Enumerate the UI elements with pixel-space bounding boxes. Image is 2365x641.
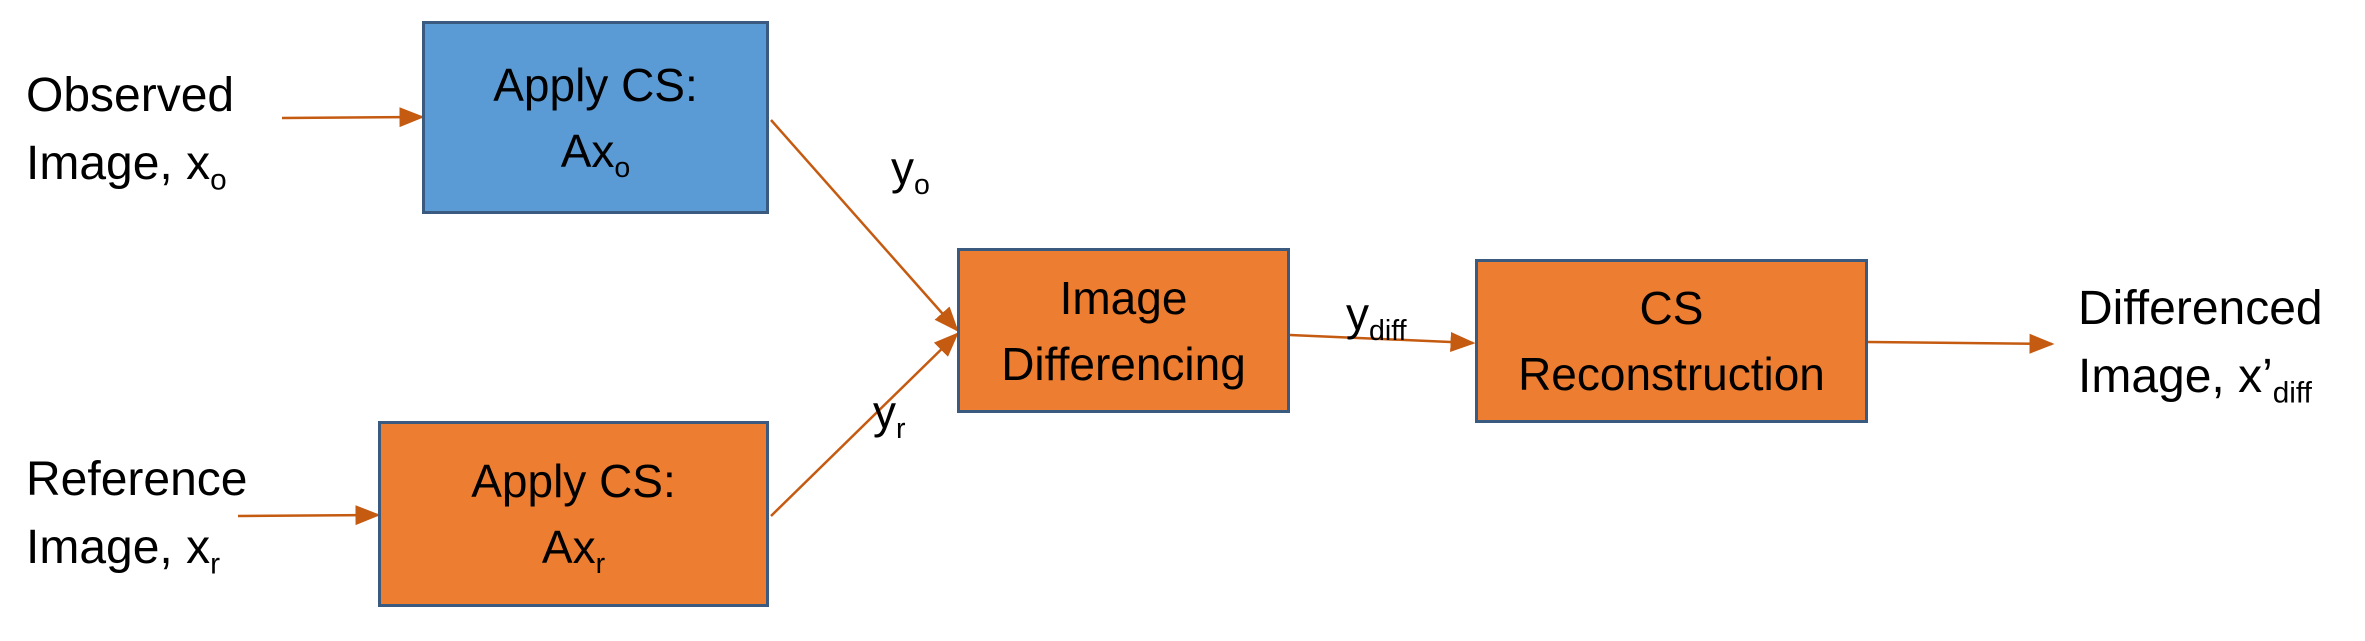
observed-image-label: Observed Image, xo: [26, 69, 235, 197]
arrow-reference-to-applycs: [237, 505, 381, 526]
differenced-image-label: Differenced Image, x’diff: [2078, 282, 2323, 410]
arrow-reconstruction-to-output: [1867, 333, 2055, 354]
edge-label-y-diff: ydiff: [1346, 288, 1407, 347]
edge-label-y-o: yo: [891, 142, 930, 201]
arrow-observed-to-applycs: [281, 107, 425, 128]
arrow-applycs-reference-to-differencing: [770, 332, 959, 517]
arrow-applycs-observed-to-differencing: [770, 119, 959, 332]
apply-cs-observed-box: Apply CS: Axo: [422, 21, 769, 214]
edge-label-y-r: yr: [873, 386, 906, 445]
apply-cs-reference-box: Apply CS: Axr: [378, 421, 769, 607]
cs-reconstruction-box: CS Reconstruction: [1475, 259, 1868, 423]
arrow-differencing-to-reconstruction: [1289, 332, 1476, 353]
reference-image-label: Reference Image, xr: [26, 453, 248, 581]
image-differencing-box: Image Differencing: [957, 248, 1290, 413]
